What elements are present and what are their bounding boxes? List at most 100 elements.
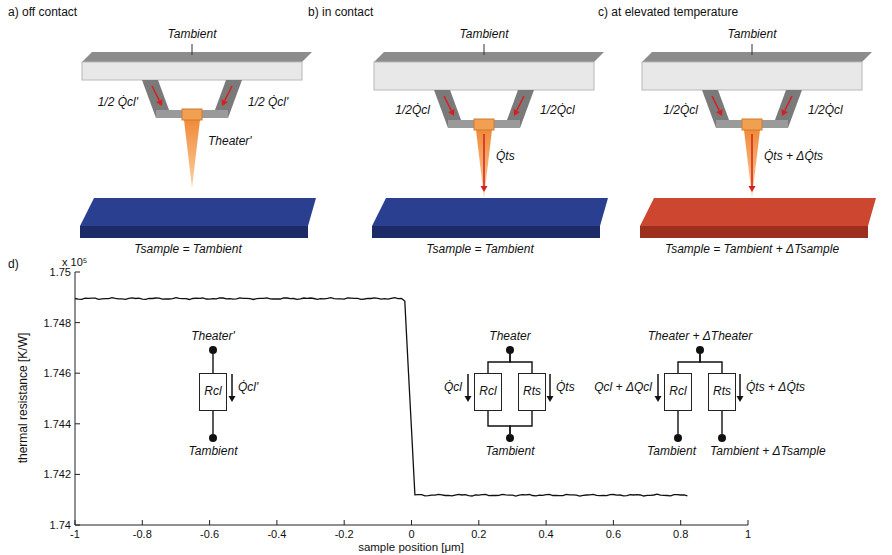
heat-flow-arrow bbox=[152, 86, 159, 101]
sample-front bbox=[372, 226, 600, 238]
resistor-label: Rcl bbox=[204, 385, 221, 399]
leader-line bbox=[752, 44, 753, 55]
tick bbox=[546, 520, 547, 525]
temperature-label: Tambient + ΔTsample bbox=[710, 445, 826, 459]
y-axis bbox=[75, 272, 76, 525]
tick bbox=[142, 520, 143, 525]
ambient-plate-top bbox=[374, 52, 604, 62]
leader-line bbox=[484, 44, 485, 55]
tick bbox=[613, 520, 614, 525]
axis-tick-label: 1.74 bbox=[50, 519, 71, 532]
heat-flow-arrow-head bbox=[156, 99, 162, 106]
heat-flow-label: Q̇ts + ΔQ̇ts bbox=[764, 150, 823, 164]
resistor-label: Rts bbox=[523, 385, 541, 399]
heat-flow-arrow-head bbox=[782, 109, 788, 116]
current-arrow bbox=[467, 374, 469, 396]
sample-front bbox=[80, 226, 308, 238]
axis-tick-label: 0.6 bbox=[606, 528, 621, 541]
heat-flow-arrow-head bbox=[749, 186, 756, 192]
ambient-plate-front bbox=[642, 62, 862, 90]
heat-flow-arrow-head bbox=[481, 186, 488, 192]
resistor-box: Rcl bbox=[664, 373, 691, 411]
heat-flow-label: Q̇cl' bbox=[238, 381, 258, 395]
axis-tick-label: 1.746 bbox=[43, 367, 71, 380]
resistor-box: Rcl bbox=[474, 373, 501, 411]
terminal-node: Theater + ΔTheater bbox=[696, 346, 704, 354]
temperature-label: Theater + ΔTheater bbox=[648, 330, 752, 344]
tick bbox=[748, 520, 749, 525]
temperature-label: Tambient bbox=[647, 445, 696, 459]
temperature-label: Theater' bbox=[191, 330, 235, 344]
heat-flow-arrow bbox=[483, 134, 485, 186]
temperature-label: Tambient bbox=[486, 445, 535, 459]
heat-flow-label: Q̇ts bbox=[496, 150, 515, 164]
heater-tip bbox=[476, 130, 492, 198]
circuit-wire bbox=[678, 354, 700, 373]
terminal-node: Tambient bbox=[674, 434, 682, 442]
resistor-label: Rts bbox=[713, 385, 731, 399]
heat-flow-label: Q̇ts + ΔQ̇ts bbox=[746, 381, 805, 395]
heat-flow-arrow bbox=[444, 96, 451, 111]
heat-flow-arrow-head bbox=[514, 109, 520, 116]
current-arrow bbox=[549, 374, 551, 396]
axis-tick-label: 0.4 bbox=[538, 528, 553, 541]
terminal-node: Tambient + ΔTsample bbox=[718, 434, 726, 442]
terminal-node: Tambient bbox=[209, 434, 217, 442]
heater-tip bbox=[744, 130, 760, 198]
circuit-wire bbox=[212, 411, 213, 434]
resistor-box: Rts bbox=[708, 373, 736, 411]
temperature-label: Theater' bbox=[208, 135, 252, 149]
circuit-wire bbox=[488, 354, 510, 373]
leader-line bbox=[192, 44, 193, 55]
tick bbox=[344, 520, 345, 525]
axis-tick-label: 0.2 bbox=[471, 528, 486, 541]
heat-flow-label: 1/2Q̇cl bbox=[663, 104, 698, 118]
tick bbox=[478, 520, 479, 525]
axis-tick-label: -0.2 bbox=[335, 528, 354, 541]
circuit-wire bbox=[721, 411, 722, 434]
temperature-label: Tambient bbox=[728, 28, 777, 42]
axis-tick-label: 1.742 bbox=[43, 468, 71, 481]
axis-tick-label: -0.6 bbox=[200, 528, 219, 541]
current-arrow-head bbox=[547, 396, 554, 402]
heater bbox=[182, 109, 202, 120]
sample-front bbox=[640, 226, 868, 238]
circuit-wire bbox=[488, 411, 510, 434]
panel-title: c) at elevated temperature bbox=[598, 6, 738, 20]
axis-tick-label: 1.744 bbox=[43, 417, 71, 430]
tick bbox=[209, 520, 210, 525]
heat-flow-label: 1/2Q̇cl bbox=[540, 104, 575, 118]
axis-tick-label: -1 bbox=[70, 528, 80, 541]
heat-flow-arrow bbox=[712, 96, 719, 111]
data-curve bbox=[75, 298, 687, 497]
sample-top bbox=[640, 198, 876, 226]
tick bbox=[75, 474, 80, 475]
ambient-plate-top bbox=[82, 52, 312, 62]
resistor-label: Rcl bbox=[669, 385, 686, 399]
tick bbox=[75, 423, 80, 424]
circuit-wire bbox=[510, 354, 532, 373]
heat-flow-arrow-head bbox=[716, 109, 722, 116]
sample-top bbox=[80, 198, 316, 226]
tick bbox=[75, 322, 80, 323]
tick bbox=[411, 520, 412, 525]
temperature-label: Tsample = Tambient bbox=[134, 243, 242, 257]
temperature-label: Theater bbox=[489, 330, 530, 344]
heat-flow-arrow-head bbox=[222, 99, 228, 106]
sample-top bbox=[372, 198, 608, 226]
panel-title: b) in contact bbox=[308, 6, 373, 20]
heat-flow-label: Q̇cl bbox=[444, 381, 462, 395]
axis-tick-label: 1 bbox=[745, 528, 751, 541]
resistor-box: Rts bbox=[518, 373, 546, 411]
tick bbox=[75, 373, 80, 374]
current-arrow-head bbox=[655, 396, 662, 402]
ambient-plate-front bbox=[82, 62, 302, 80]
terminal-node: Theater bbox=[506, 346, 514, 354]
circuit-wire bbox=[510, 411, 532, 434]
heat-flow-arrow bbox=[751, 134, 753, 186]
resistor-box: Rcl bbox=[199, 373, 226, 411]
tick bbox=[75, 525, 80, 526]
axis-tick-label: 1.75 bbox=[50, 266, 71, 279]
